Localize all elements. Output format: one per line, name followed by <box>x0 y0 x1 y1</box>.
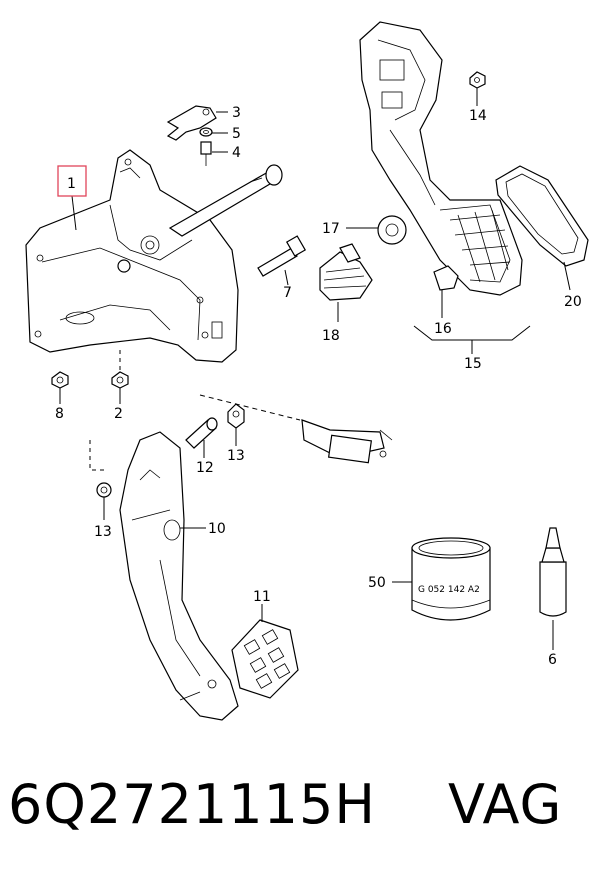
pedal-bracket <box>25 149 283 363</box>
pedal-rubber <box>231 619 299 699</box>
part-number: 6Q2721115H <box>8 773 376 836</box>
callout-5: 5 <box>232 126 241 142</box>
callout-13-upper: 13 <box>227 448 245 464</box>
callout-11: 11 <box>253 589 271 605</box>
callout-16: 16 <box>434 321 452 337</box>
callout-15: 15 <box>464 356 482 372</box>
nuts <box>51 371 129 389</box>
callout-17: 17 <box>322 221 340 237</box>
sealant-bottle <box>539 527 567 617</box>
callout-1: 1 <box>67 176 76 192</box>
callout-6: 6 <box>548 652 557 668</box>
callout-10: 10 <box>208 521 226 537</box>
brand-name: VAG <box>448 773 563 836</box>
pedal-lever <box>119 431 239 721</box>
footer: 6Q2721115H VAG <box>8 775 592 845</box>
callout-7: 7 <box>283 285 292 301</box>
callout-50: 50 <box>368 575 386 591</box>
callout-8: 8 <box>55 406 64 422</box>
grease-tube: G 052 142 A2 <box>411 537 491 621</box>
callout-20: 20 <box>564 294 582 310</box>
callout-2: 2 <box>114 406 123 422</box>
cable-connector <box>199 394 393 464</box>
callout-labels: 1 3 5 4 14 17 7 20 16 18 15 8 2 12 13 13… <box>55 105 582 668</box>
callout-3: 3 <box>232 105 241 121</box>
accelerator-pedal <box>359 21 523 296</box>
callout-14: 14 <box>469 108 487 124</box>
pedal-pad <box>495 165 589 267</box>
clip-washer-screw <box>166 105 217 166</box>
callout-highlight-box <box>57 165 87 197</box>
callout-13-lower: 13 <box>94 524 112 540</box>
callout-4: 4 <box>232 145 241 161</box>
callout-18: 18 <box>322 328 340 344</box>
bushing-and-pin <box>96 403 245 498</box>
leader-lines <box>59 88 571 650</box>
tube-marking: G 052 142 A2 <box>418 585 480 595</box>
stop-buffer-bellows <box>319 215 459 301</box>
callout-12: 12 <box>196 460 214 476</box>
bolt <box>257 235 307 277</box>
